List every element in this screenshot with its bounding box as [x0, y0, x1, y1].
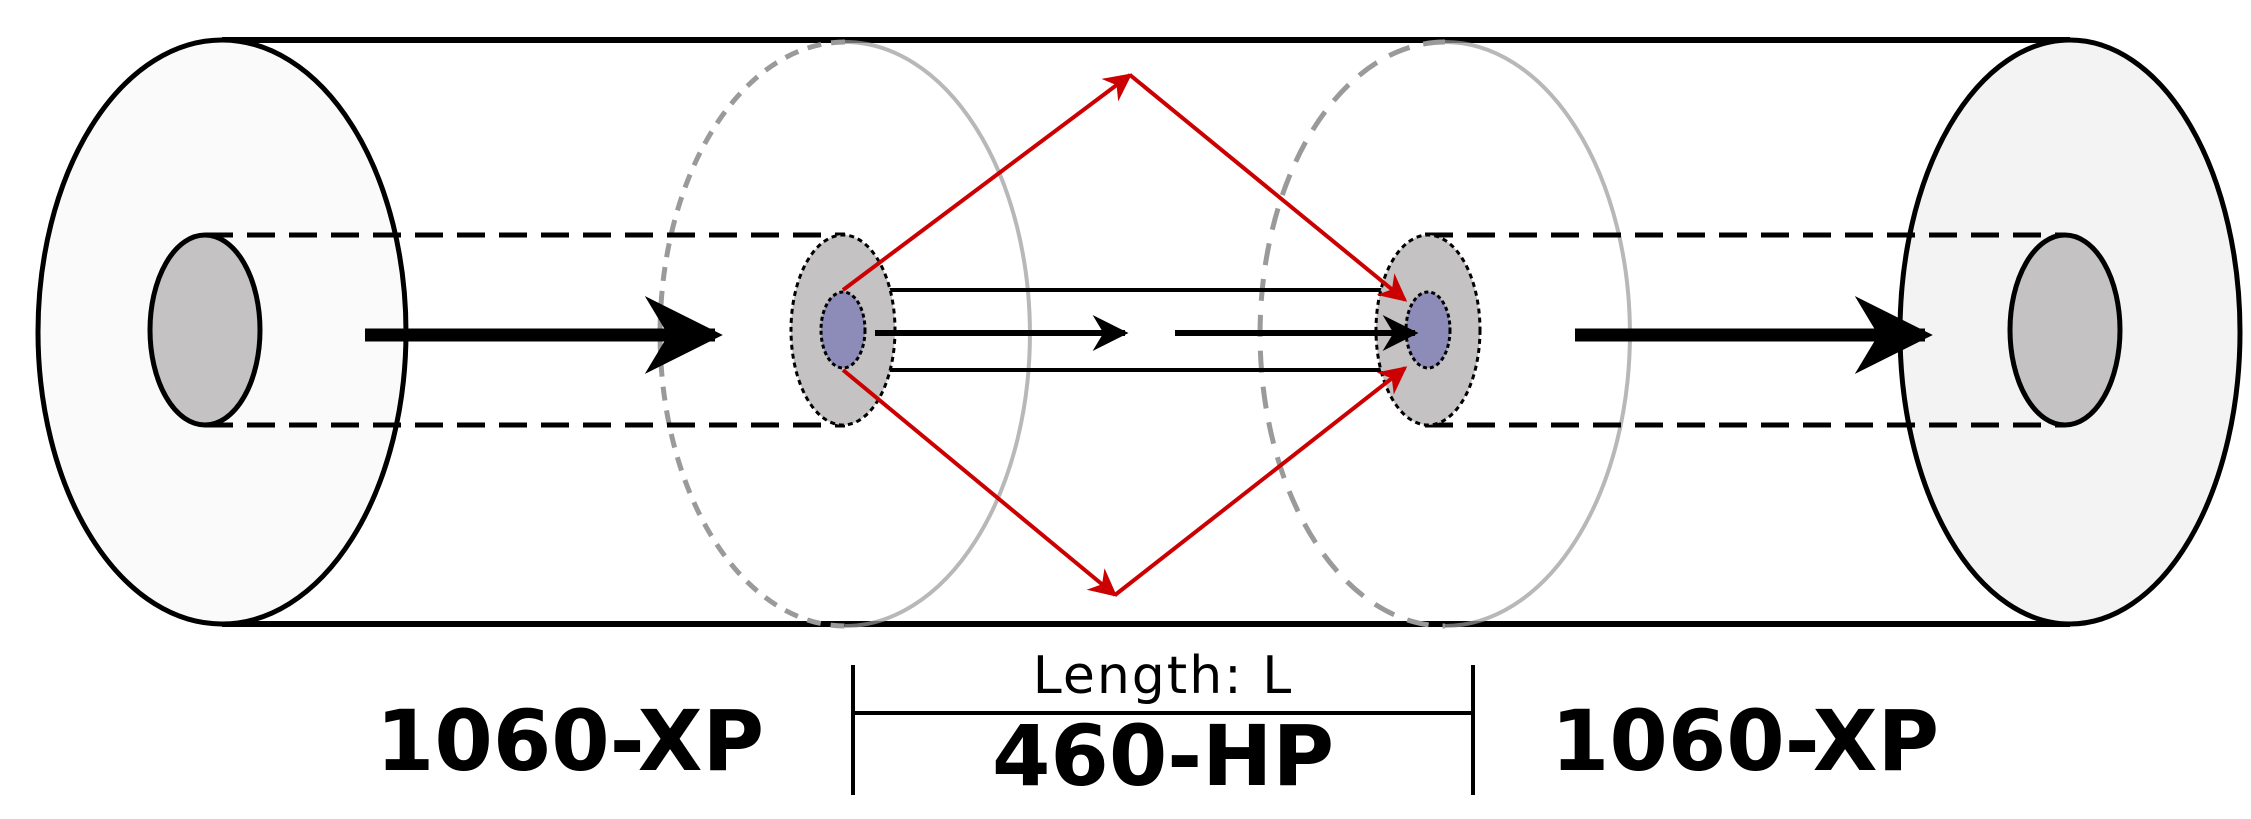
ray-up-out [841, 73, 1133, 292]
cladding-rays [841, 73, 1408, 597]
ray-up-back [1128, 73, 1408, 302]
left-fiber-label: 1060-XP [376, 692, 764, 790]
middle-fiber-label: 460-HP [992, 707, 1334, 805]
left-core-end [147, 232, 263, 428]
length-label: Length: L [1033, 646, 1293, 706]
right-core-end [2007, 232, 2123, 428]
length-bracket [851, 665, 1475, 795]
middle-fiber-core [845, 288, 1428, 372]
propagation-arrows [365, 296, 1933, 374]
splice-point-left [789, 233, 897, 427]
right-fiber-core [1425, 232, 2123, 428]
ray-down-out [841, 368, 1118, 597]
right-fiber-label: 1060-XP [1551, 692, 1939, 790]
ray-down-back [1113, 366, 1408, 597]
left-fiber-core [147, 232, 845, 428]
